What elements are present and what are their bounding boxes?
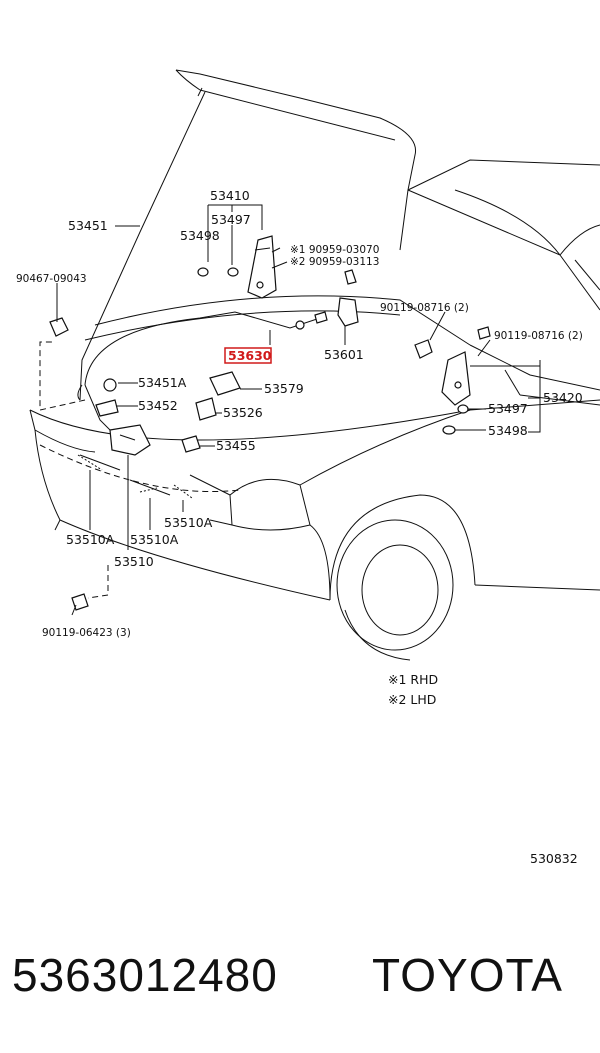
label-90119-08716-b: 90119-08716 (2) [494,330,583,342]
label-53510: 53510 [114,554,154,569]
label-90467-09043: 90467-09043 [16,273,87,285]
hood-parts-diagram: 53410 53497 53498 53451 90467-09043 ※1 9… [16,69,600,866]
label-53510a-middle: 53510A [130,532,179,547]
label-53579: 53579 [264,381,304,396]
label-90119-06423: 90119-06423 (3) [42,627,131,639]
label-note2-90959-03113: ※2 90959-03113 [290,256,379,268]
label-53630-highlighted: 53630 [228,348,272,363]
label-53498-right: 53498 [488,423,528,438]
label-note1-90959-03070: ※1 90959-03070 [290,244,379,256]
note-lhd: ※2 LHD [388,692,436,707]
hood-hinge-left [197,235,277,299]
small-parts [49,269,359,616]
label-53451a: 53451A [138,375,187,390]
note-rhd: ※1 RHD [388,672,438,687]
leader-lines [39,204,541,599]
car-body-outline [29,69,600,661]
label-53420: 53420 [543,390,583,405]
part-number: 5363012480 [12,949,278,1001]
diagram-code: 530832 [530,851,578,866]
label-53601: 53601 [324,347,364,362]
label-53452: 53452 [138,398,178,413]
label-53497-left: 53497 [211,212,251,227]
part-labels: 53410 53497 53498 53451 90467-09043 ※1 9… [16,188,583,866]
hood-release-cable [84,311,328,441]
label-53510a-left: 53510A [66,532,115,547]
label-53497-right: 53497 [488,401,528,416]
label-53455: 53455 [216,438,256,453]
hood-hinge-right [414,326,491,435]
label-53526: 53526 [223,405,263,420]
label-90119-08716-a: 90119-08716 (2) [380,302,469,314]
hood-support-rod [77,87,206,401]
label-53451: 53451 [68,218,108,233]
label-53510a-right: 53510A [164,515,213,530]
label-53498-left: 53498 [180,228,220,243]
highlight-box-53630 [224,347,272,364]
label-53410: 53410 [210,188,250,203]
brand-name: TOYOTA [372,949,563,1001]
